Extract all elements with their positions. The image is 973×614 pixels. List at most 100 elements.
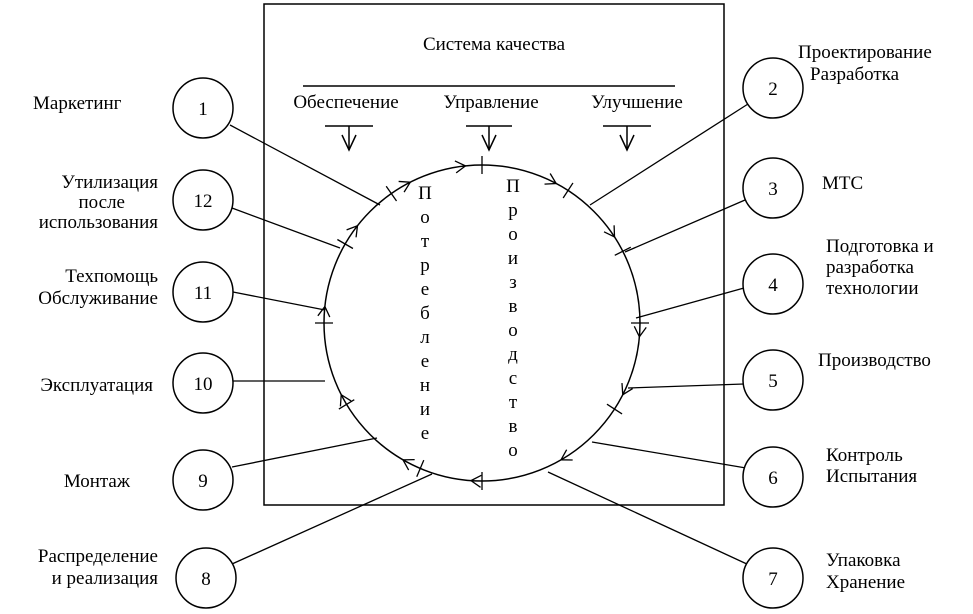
- vertical-letter: е: [421, 351, 429, 372]
- stage-number: 6: [768, 468, 778, 489]
- vertical-letter: з: [509, 272, 517, 293]
- stage-number: 8: [201, 569, 211, 590]
- vertical-letter: т: [509, 392, 518, 413]
- down-arrow-icon: [603, 125, 651, 152]
- stage-node: 7: [742, 547, 804, 609]
- stage-number: 1: [198, 99, 208, 120]
- vertical-letter: и: [508, 248, 518, 269]
- stage-number: 9: [198, 471, 208, 492]
- stage-node: 8: [175, 547, 237, 609]
- stage-connectors: [229, 103, 750, 566]
- vertical-letter: е: [421, 279, 429, 300]
- loop-arrowhead: [398, 180, 412, 193]
- loop-tick: [614, 246, 632, 256]
- loop-arrowhead: [346, 224, 359, 238]
- vertical-letter: л: [420, 327, 430, 348]
- loop-arrowhead: [633, 326, 647, 339]
- loop-tick: [338, 399, 355, 410]
- stage-number: 7: [768, 569, 778, 590]
- stage-node: 3: [742, 157, 804, 219]
- vertical-letter: т: [421, 231, 430, 252]
- stage-node: 1: [172, 77, 234, 139]
- down-arrow-icon: [325, 125, 373, 152]
- loop-arrowhead: [317, 305, 331, 318]
- connector-line: [229, 124, 381, 206]
- column-improvement: Улучшение: [591, 92, 683, 113]
- stage-node: 4: [742, 253, 804, 315]
- loop-arrowhead: [339, 393, 352, 407]
- loop-arrowhead: [469, 474, 482, 488]
- stage-number: 10: [194, 374, 213, 395]
- vertical-letter: д: [508, 344, 518, 365]
- quality-system-box: [263, 3, 725, 506]
- vertical-letter: р: [420, 255, 430, 276]
- stage-node: 9: [172, 449, 234, 511]
- stage-label-production: Производство: [818, 350, 931, 371]
- loop-tick: [562, 182, 574, 199]
- vertical-letter: П: [418, 183, 432, 204]
- quality-loop-circle: [323, 164, 641, 482]
- vertical-letter: с: [509, 368, 517, 389]
- stage-label-mounting: Монтаж: [64, 471, 131, 492]
- loop-tick: [385, 185, 398, 202]
- loop-arrowhead: [544, 173, 558, 185]
- vertical-letter: н: [420, 375, 430, 396]
- stage-number: 12: [194, 191, 213, 212]
- loop-tick: [416, 459, 425, 477]
- vertical-letter: о: [508, 440, 518, 461]
- loop-arrowhead: [454, 160, 467, 174]
- vertical-letter: в: [509, 296, 518, 317]
- connector-line: [547, 471, 750, 566]
- column-management: Управление: [443, 92, 538, 113]
- loop-tick: [337, 238, 354, 250]
- loop-direction-marks: [315, 156, 649, 490]
- vertical-label-production: Производство: [506, 176, 520, 461]
- stage-label-operation: Эксплуатация: [40, 375, 153, 396]
- stage-label-marketing: Маркетинг: [33, 93, 122, 114]
- vertical-letter: о: [508, 224, 518, 245]
- stage-node: 5: [742, 349, 804, 411]
- stage-node: 6: [742, 446, 804, 508]
- vertical-letter: и: [420, 399, 430, 420]
- stage-node: 12: [172, 169, 234, 231]
- connector-line: [591, 441, 747, 469]
- vertical-letter: о: [508, 320, 518, 341]
- vertical-letter: р: [508, 200, 518, 221]
- stage-number: 11: [194, 283, 212, 304]
- connector-line: [627, 383, 745, 389]
- connector-line: [231, 473, 433, 565]
- vertical-letter: б: [420, 303, 430, 324]
- stage-number: 3: [768, 179, 778, 200]
- vertical-letter: о: [420, 207, 430, 228]
- vertical-letter: в: [509, 416, 518, 437]
- down-arrow-icon: [466, 125, 512, 152]
- stage-number: 5: [768, 371, 778, 392]
- stage-node: 2: [742, 57, 804, 119]
- loop-tick: [606, 403, 623, 415]
- stage-node: 10: [172, 352, 234, 414]
- connector-line: [635, 287, 745, 319]
- column-assurance: Обеспечение: [293, 92, 398, 113]
- stage-node: 11: [172, 261, 234, 323]
- connector-line: [589, 103, 749, 206]
- loop-arrowhead: [621, 383, 634, 396]
- vertical-letter: е: [421, 423, 429, 444]
- connector-line: [231, 207, 341, 249]
- stage-number: 2: [768, 79, 778, 100]
- stage-number: 4: [768, 275, 778, 296]
- vertical-letter: П: [506, 176, 520, 197]
- loop-arrowhead: [603, 225, 616, 239]
- stage-nodes: 1 2 3 4 5 6 7 8 9 10 11 12: [172, 57, 804, 609]
- loop-arrowhead: [559, 449, 573, 461]
- stage-label-mts: МТС: [822, 173, 863, 194]
